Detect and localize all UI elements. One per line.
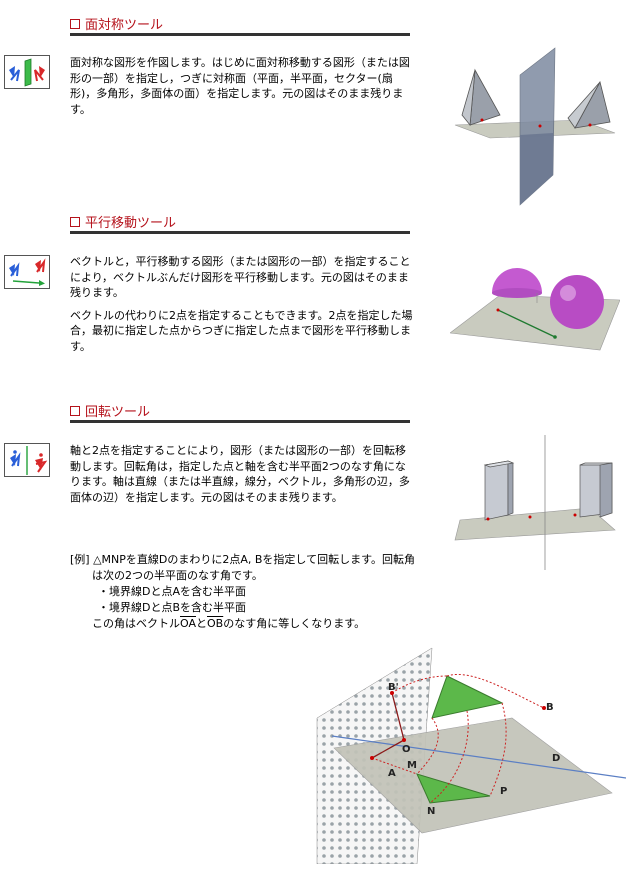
section-description: ベクトルと，平行移動する図形（または図形の一部）を指定することにより，ベクトルぶ… [70,255,413,353]
checkbox-bullet-icon [70,19,80,29]
mirror-plane-tool-icon[interactable] [4,55,50,89]
section-description: 軸と2点を指定することにより，図形（または図形の一部）を回転移動します。回転角は… [70,444,410,504]
vector-ob: OB [207,617,224,630]
example-conclusion: この角はベクトルOAとOBのなす角に等しくなります。 [92,617,366,630]
section-description: 面対称な図形を作図します。はじめに面対称移動する図形（または図形の一部）を指定し… [70,56,410,116]
label-b-prime: B' [388,682,399,693]
example-bullet: ・境界線Dと点Bを含む半平面 [98,601,247,614]
section-rule [70,33,410,36]
example-intro: [例] △MNPを直線Dのまわりに2点A, Bを指定して回転します。回転角は次の… [70,553,415,582]
section-title-translate: 平行移動ツール [70,212,176,231]
section-title-rotate: 回転ツール [70,401,150,420]
rotation-example-figure: B' B O A M D N P [316,647,626,864]
label-b: B [546,702,554,713]
vector-oa: OA [180,617,196,630]
translate-vector-tool-icon[interactable] [4,255,50,289]
label-p: P [500,786,507,797]
checkbox-bullet-icon [70,217,80,227]
label-d: D [552,753,560,764]
label-m: M [407,760,417,771]
label-o: O [402,744,411,755]
label-n: N [427,806,435,817]
section-title-reflect-plane: 面対称ツール [70,14,163,33]
rotation-figure [454,435,616,570]
example-bullet: ・境界線Dと点Aを含む半平面 [98,585,246,598]
section-rule [70,420,410,423]
rotate-axis-tool-icon[interactable] [4,443,50,477]
reflection-figure [454,47,616,206]
example-block: [例] △MNPを直線Dのまわりに2点A, Bを指定して回転します。回転角は次の… [70,552,415,632]
translation-figure [450,268,620,351]
checkbox-bullet-icon [70,406,80,416]
label-a: A [388,768,396,779]
section-rule [70,231,410,234]
